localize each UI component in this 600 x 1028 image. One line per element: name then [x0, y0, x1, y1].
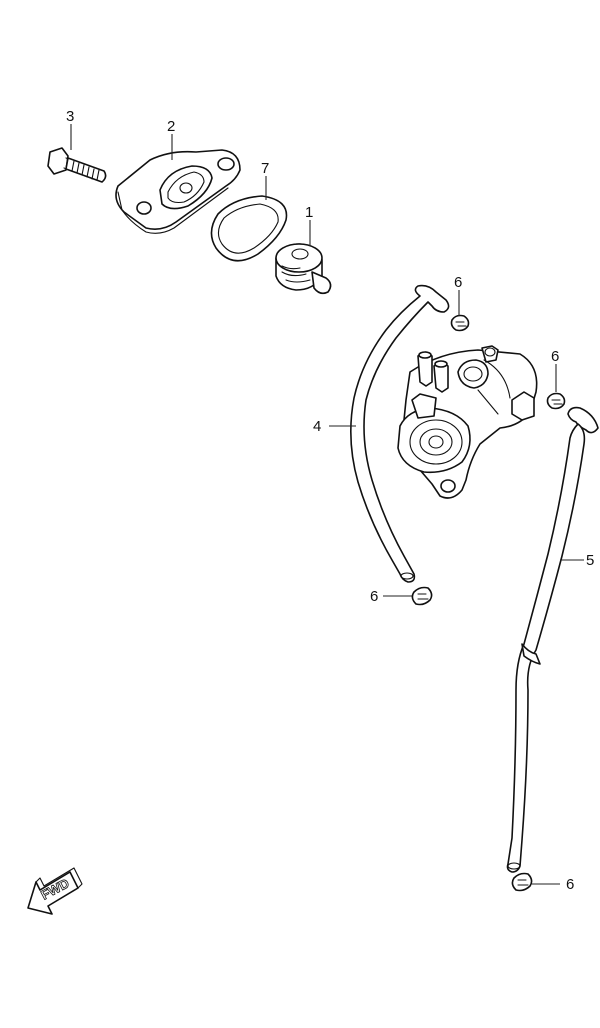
callout-clip-top-left: 6 [454, 274, 462, 291]
pump-housing-part [397, 345, 538, 499]
callout-thermostat-cover: 2 [167, 118, 175, 135]
thermostat-cover-part [115, 149, 241, 234]
hose-right-part [506, 406, 599, 873]
callout-o-ring: 7 [261, 160, 269, 177]
callout-clip-mid-left: 6 [370, 588, 378, 605]
callout-bolt: 3 [66, 108, 74, 125]
callout-clip-bottom: 6 [566, 876, 574, 893]
thermostat-part [275, 243, 332, 295]
clip-part-mid-left [411, 586, 433, 606]
callout-hose-left: 4 [313, 418, 321, 435]
bolt-part [47, 147, 107, 183]
callout-thermostat: 1 [305, 204, 313, 221]
callout-hose-right: 5 [586, 552, 594, 569]
forward-arrow-icon: FWD [27, 867, 83, 915]
leader-lines [70, 124, 584, 885]
callout-clip-top-right: 6 [551, 348, 559, 365]
hose-left-part [350, 284, 450, 583]
o-ring-part [210, 195, 288, 262]
clip-part-bottom [511, 872, 533, 892]
clip-part-top-right [546, 392, 566, 410]
clip-part-top-left [450, 314, 470, 332]
